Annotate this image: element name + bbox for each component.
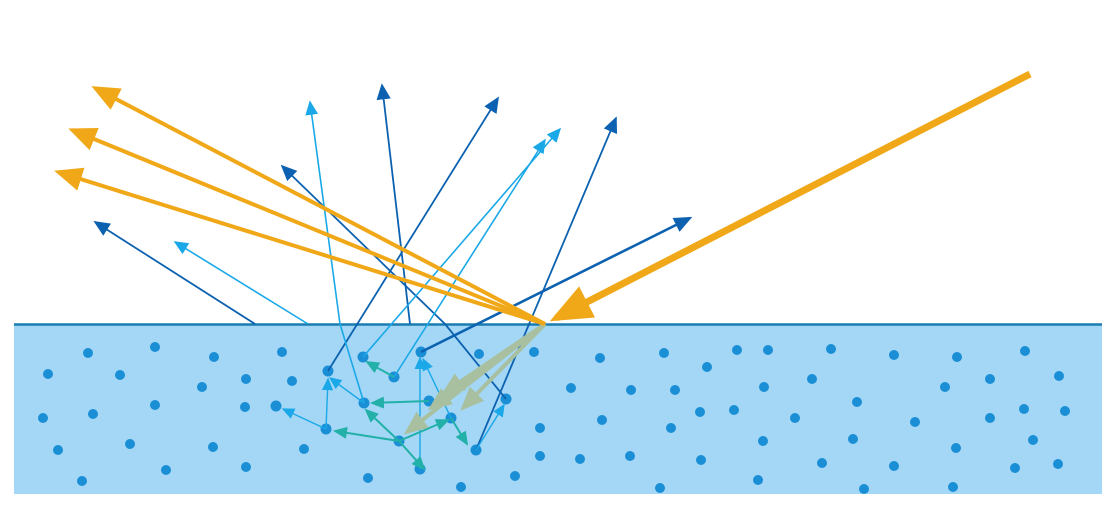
scattered-ray [93, 221, 256, 325]
particle [948, 482, 958, 492]
particle [1028, 435, 1038, 445]
particle [659, 348, 669, 358]
particle [287, 376, 297, 386]
particle [790, 413, 800, 423]
particle [826, 344, 836, 354]
particle [197, 382, 207, 392]
scattered-ray [327, 96, 499, 372]
particle [474, 349, 484, 359]
particle [299, 444, 309, 454]
particle [150, 400, 160, 410]
particle [456, 482, 466, 492]
particle [702, 362, 712, 372]
particle [729, 405, 739, 415]
scattered-ray [280, 164, 507, 400]
particle [77, 476, 87, 486]
reflected-ray [54, 167, 546, 326]
scattered-ray [376, 83, 411, 325]
particle [625, 451, 635, 461]
particle [952, 352, 962, 362]
particle [115, 370, 125, 380]
scattered-ray [393, 138, 546, 378]
incident-ray [549, 70, 1032, 322]
scatter-node [270, 400, 282, 412]
specular-reflections [54, 86, 546, 326]
scattered-rays-light [173, 100, 562, 404]
particle [1060, 406, 1070, 416]
particle [1054, 371, 1064, 381]
particle [535, 451, 545, 461]
particle [208, 442, 218, 452]
particle [1010, 463, 1020, 473]
particle [83, 348, 93, 358]
particle [125, 439, 135, 449]
particle [88, 409, 98, 419]
particle [732, 345, 742, 355]
particle [852, 397, 862, 407]
particle [889, 461, 899, 471]
particle [1020, 346, 1030, 356]
particle [363, 473, 373, 483]
particle [666, 423, 676, 433]
reflected-ray [91, 86, 546, 326]
scattering-medium [14, 324, 1102, 494]
particle [1019, 404, 1029, 414]
particle [150, 342, 160, 352]
particle [807, 374, 817, 384]
particle-field [38, 342, 1070, 494]
particle [595, 353, 605, 363]
particle [597, 415, 607, 425]
particle [1053, 459, 1063, 469]
particle [277, 347, 287, 357]
particle [859, 484, 869, 494]
refracted-rays [403, 322, 547, 435]
particle [53, 445, 63, 455]
particle [38, 413, 48, 423]
particle [566, 383, 576, 393]
scattered-ray [173, 241, 309, 325]
particle [655, 483, 665, 493]
reflected-ray [68, 128, 546, 326]
particle [510, 471, 520, 481]
scattered-rays-dark [93, 83, 693, 451]
particle [753, 475, 763, 485]
refracted-ray [460, 322, 547, 411]
refracted-ray [403, 322, 547, 435]
particle [241, 374, 251, 384]
particle [529, 347, 539, 357]
particle [695, 407, 705, 417]
particle [985, 374, 995, 384]
particle [985, 413, 995, 423]
particle [889, 350, 899, 360]
scattered-ray [475, 116, 618, 451]
particle [240, 402, 250, 412]
particle [626, 385, 636, 395]
particle [535, 423, 545, 433]
particle [43, 369, 53, 379]
particle [951, 443, 961, 453]
scattered-ray [305, 100, 365, 404]
scattered-ray [420, 216, 693, 354]
particle [758, 436, 768, 446]
particle [817, 458, 827, 468]
particle [575, 454, 585, 464]
particle [759, 382, 769, 392]
particle [696, 455, 706, 465]
particle [763, 345, 773, 355]
scattered-ray [362, 127, 562, 358]
particle [670, 385, 680, 395]
particle [209, 352, 219, 362]
particle [910, 417, 920, 427]
particle [848, 434, 858, 444]
particle [161, 465, 171, 475]
particle [241, 462, 251, 472]
particle [940, 382, 950, 392]
